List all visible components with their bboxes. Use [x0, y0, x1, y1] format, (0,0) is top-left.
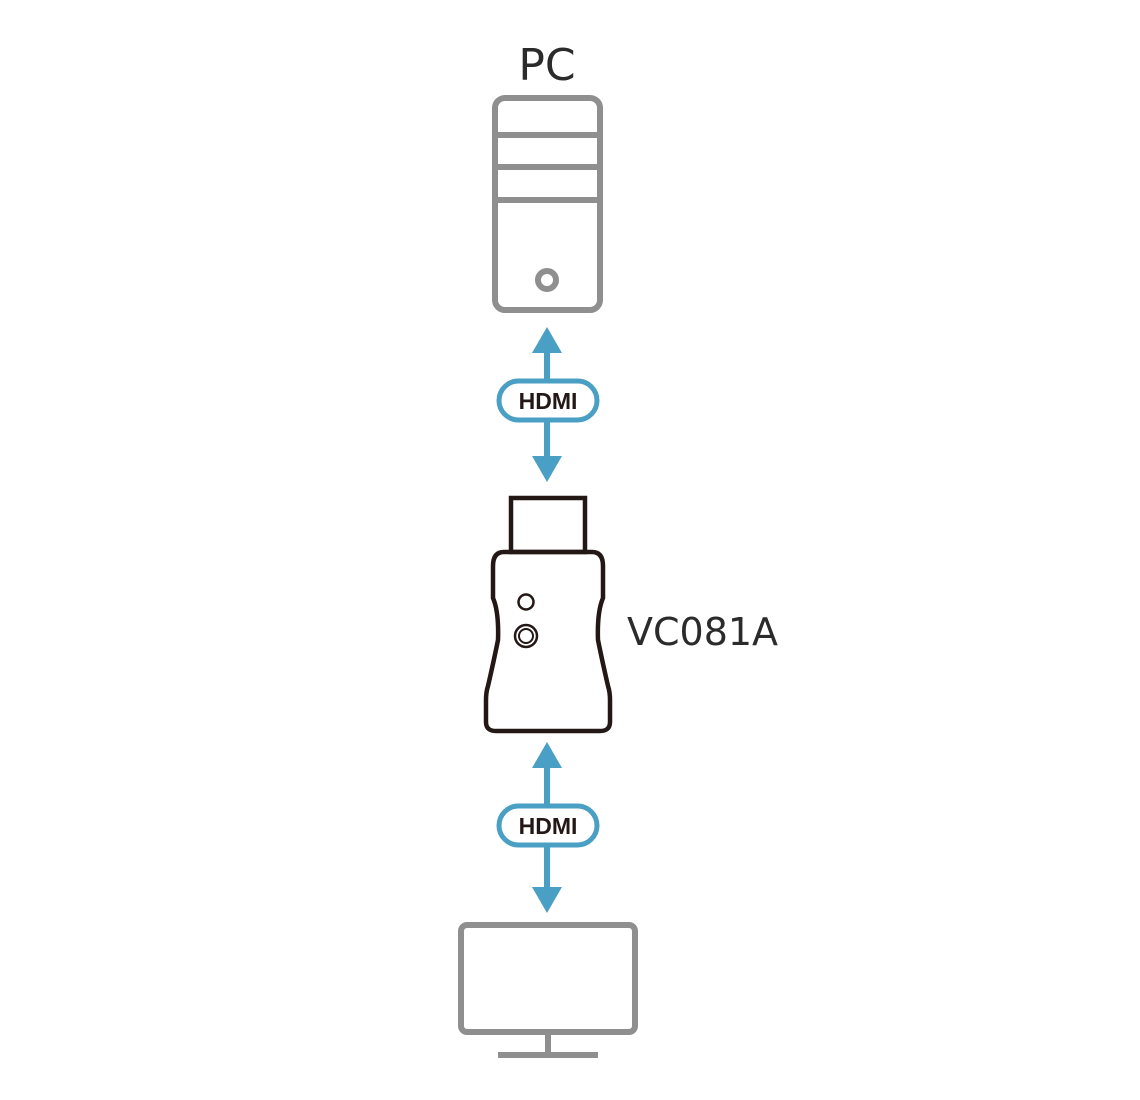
hdmi-pill: [496, 378, 600, 423]
hdmi-pill: [496, 803, 600, 848]
arrow-up-icon: [532, 742, 562, 768]
hdmi-label: HDMI: [519, 388, 578, 414]
bottom-hdmi-link: HDMI: [496, 742, 600, 913]
vc081a-adapter-icon: [483, 495, 613, 734]
arrow-down-icon: [532, 887, 562, 913]
arrow-up-icon: [532, 327, 562, 353]
device-label: VC081A: [627, 610, 778, 654]
top-hdmi-link: HDMI: [496, 327, 600, 482]
monitor-icon: [458, 922, 638, 1058]
hdmi-label: HDMI: [519, 813, 578, 839]
arrow-down-icon: [532, 456, 562, 482]
pc-tower-icon: [492, 95, 603, 313]
pc-label: PC: [518, 40, 575, 91]
